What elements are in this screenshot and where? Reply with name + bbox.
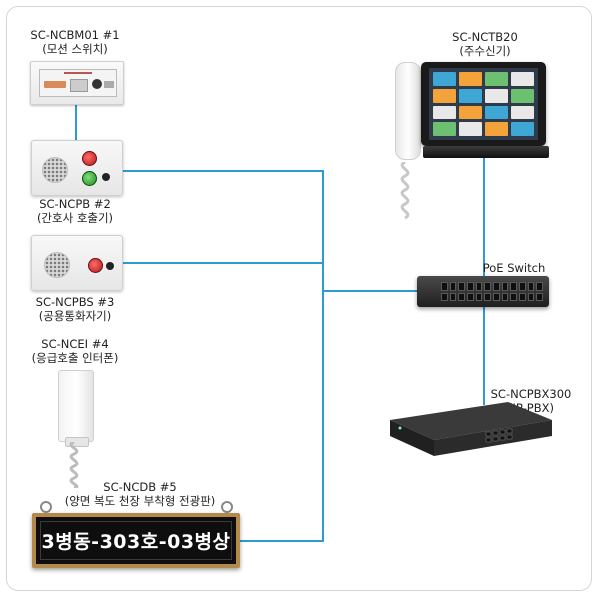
console-desc: (주수신기) bbox=[459, 44, 511, 58]
wire-bus-vertical bbox=[322, 170, 324, 542]
public-call-label: SC-NCPBS #3 (공용통화자기) bbox=[20, 295, 130, 323]
poe-switch-device bbox=[417, 276, 549, 307]
nurse-call-model: SC-NCPB #2 bbox=[39, 197, 111, 211]
intercom-device bbox=[58, 370, 94, 447]
nurse-call-desc: (간호사 호출기) bbox=[36, 211, 114, 225]
console-label: SC-NCTB20 (주수신기) bbox=[420, 30, 550, 58]
wire-motion-to-nurse bbox=[75, 103, 77, 140]
pbx-model: SC-NCPBX300 bbox=[490, 387, 572, 401]
display-board-model: SC-NCDB #5 bbox=[103, 480, 177, 494]
intercom-desc: (응급호출 인터폰) bbox=[31, 351, 119, 365]
public-call-model: SC-NCPBS #3 bbox=[35, 295, 115, 309]
wire-nurse-call bbox=[121, 170, 324, 172]
console-handset bbox=[395, 62, 421, 160]
motion-switch-device bbox=[30, 61, 124, 105]
public-call-device bbox=[31, 235, 123, 291]
pbx-device bbox=[390, 402, 552, 456]
motion-switch-model: SC-NCBM01 #1 bbox=[30, 28, 120, 42]
motion-switch-desc: (모션 스위치) bbox=[42, 42, 108, 56]
intercom-cord bbox=[69, 442, 79, 488]
nurse-call-label: SC-NCPB #2 (간호사 호출기) bbox=[20, 197, 130, 225]
wire-to-switch bbox=[322, 290, 418, 292]
wire-console-to-switch bbox=[483, 158, 485, 276]
console-model: SC-NCTB20 bbox=[452, 30, 518, 44]
console-handset-cord bbox=[400, 162, 410, 220]
motion-switch-label: SC-NCBM01 #1 (모션 스위치) bbox=[20, 28, 130, 56]
board-hanger-right bbox=[221, 501, 233, 513]
intercom-label: SC-NCEI #4 (응급호출 인터폰) bbox=[20, 337, 130, 365]
diagram-frame bbox=[6, 6, 592, 591]
board-hanger-left bbox=[40, 501, 52, 513]
intercom-model: SC-NCEI #4 bbox=[41, 337, 109, 351]
console-device bbox=[421, 62, 546, 146]
display-board-text: 3병동-303호-03병상 bbox=[41, 531, 231, 553]
nurse-call-device bbox=[31, 140, 123, 196]
display-board-device: 3병동-303호-03병상 bbox=[32, 513, 240, 568]
wire-public-call bbox=[121, 262, 324, 264]
poe-switch-label: PoE Switch bbox=[482, 261, 546, 275]
wire-switch-to-pbx bbox=[483, 307, 485, 405]
wire-display bbox=[240, 540, 324, 542]
public-call-desc: (공용통화자기) bbox=[38, 309, 112, 323]
console-screen bbox=[429, 68, 538, 140]
display-board-label: SC-NCDB #5 (양면 복도 천장 부착형 전광판) bbox=[50, 480, 230, 508]
display-board-desc: (양면 복도 천장 부착형 전광판) bbox=[64, 494, 216, 508]
console-stand bbox=[423, 146, 549, 158]
